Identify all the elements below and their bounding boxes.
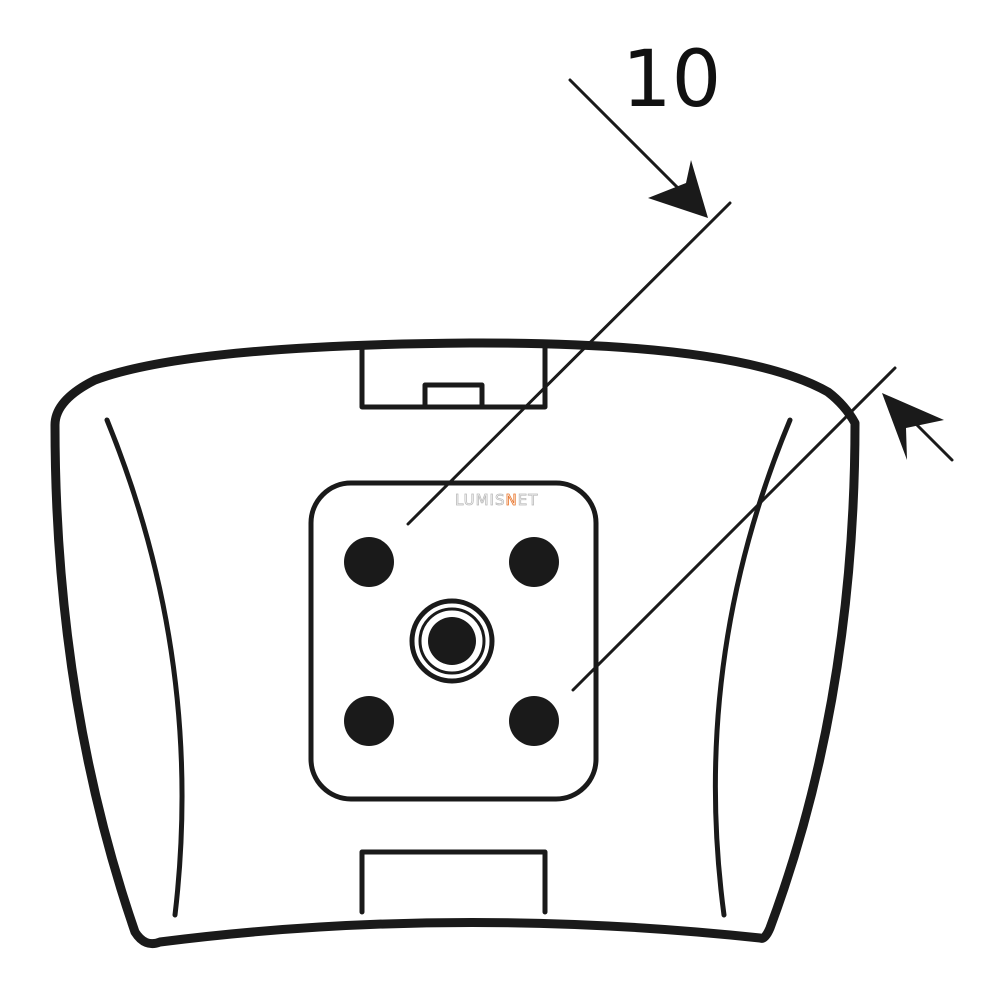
body-outline bbox=[50, 338, 860, 949]
watermark-text-accent: N bbox=[505, 491, 517, 509]
dimension-value: 10 bbox=[622, 35, 721, 125]
screw-hole-bottom-left bbox=[344, 696, 394, 746]
center-mount-hole bbox=[428, 617, 476, 665]
top-notch-tab bbox=[422, 382, 485, 410]
watermark-text-suffix: ET bbox=[518, 491, 539, 509]
mount-plate bbox=[308, 480, 599, 802]
dimension-extension-line-upper bbox=[406, 201, 732, 526]
left-inner-curve bbox=[104, 417, 185, 918]
center-mount-inner-ring bbox=[418, 607, 486, 675]
watermark-text-prefix: LUMIS bbox=[455, 491, 505, 509]
right-inner-curve bbox=[712, 417, 793, 918]
dimension-arrowhead-upper bbox=[648, 160, 708, 218]
center-mount-ring bbox=[409, 598, 495, 684]
screw-hole-bottom-right bbox=[509, 696, 559, 746]
screw-hole-top-left bbox=[344, 537, 394, 587]
bottom-notch bbox=[359, 849, 548, 915]
top-notch bbox=[359, 342, 548, 410]
watermark-logo: LUMISNET bbox=[455, 491, 538, 509]
screw-hole-top-right bbox=[509, 537, 559, 587]
dimension-leader-upper bbox=[568, 78, 690, 200]
dimension-extension-line-lower bbox=[571, 366, 897, 692]
dimension-arrowhead-lower bbox=[882, 393, 944, 460]
